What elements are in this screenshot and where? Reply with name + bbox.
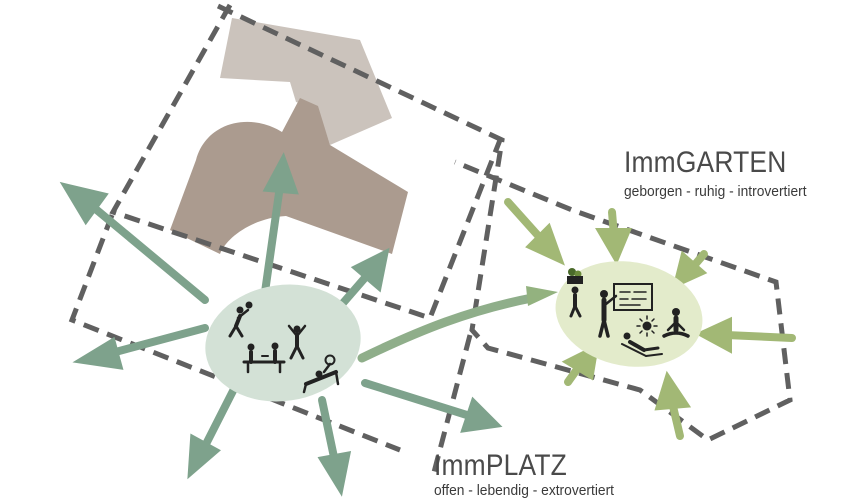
person-throwing-ball-icon: [228, 301, 253, 338]
garten-zone-subtitle: geborgen - ruhig - introvertiert: [624, 183, 807, 200]
garten-zone-title: ImmGARTEN: [624, 146, 787, 179]
garten-arrow-southeast: [654, 370, 692, 440]
garten-arrow-northeast: [672, 250, 708, 290]
platz-activity-bubble: [205, 284, 361, 402]
person-reclining-icon: [621, 332, 663, 357]
platz-arrow-northwest: [59, 181, 209, 304]
teacher-at-board-icon: [598, 283, 653, 338]
platz-arrow-north: [261, 152, 299, 296]
garten-arrow-north: [595, 208, 632, 265]
sun-icon: [636, 315, 658, 337]
person-dancing-icon: [287, 324, 307, 360]
garten-activity-bubble: [555, 261, 703, 367]
person-meditating-icon: [662, 308, 690, 338]
platz-arrows: [59, 152, 503, 497]
garten-arrows: [504, 198, 796, 440]
platz-arrow-south: [317, 396, 352, 497]
connection-arrow: [357, 286, 558, 363]
gardener-with-plants-icon: [567, 268, 583, 318]
platz-arrow-southwest: [187, 381, 240, 480]
person-exercising-icon: [302, 354, 340, 394]
existing-building: [220, 18, 392, 145]
platz-arrow-west: [72, 324, 209, 370]
platz-zone-subtitle: offen - lebendig - extrovertiert: [434, 482, 615, 499]
platz-zone-title: ImmPLATZ: [434, 449, 567, 482]
outer-zone-outline: [68, 214, 473, 481]
people-at-table-icon: [242, 342, 286, 374]
platz-arrow-southeast: [361, 379, 503, 433]
garten-arrow-southwest: [561, 342, 600, 386]
garten-arrow-east: [695, 316, 796, 354]
garten-arrow-northwest: [504, 198, 565, 266]
